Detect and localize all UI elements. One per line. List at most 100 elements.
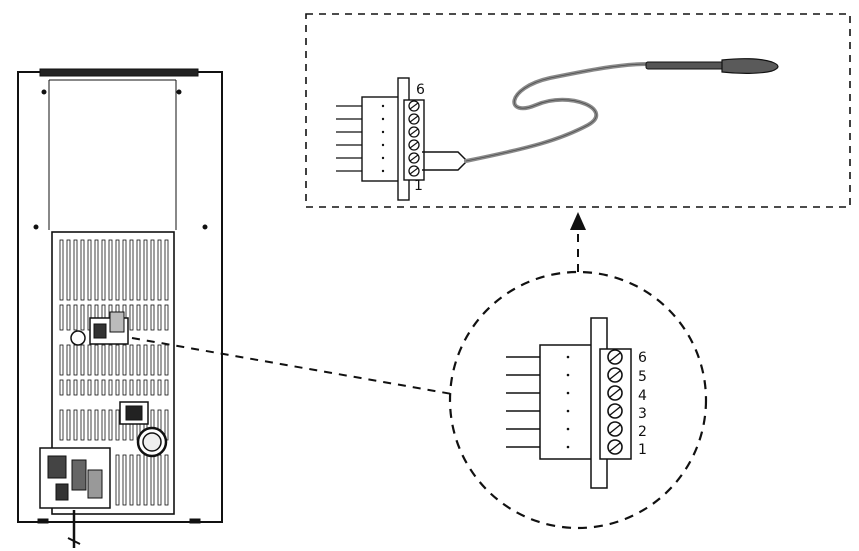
- temperature-probe: [645, 58, 779, 74]
- vent-slot: [115, 409, 120, 441]
- vent-slot: [80, 239, 85, 301]
- detail-screw-slot: [409, 154, 419, 162]
- zoom-pin-dot: [566, 373, 570, 377]
- vent-slot: [143, 304, 148, 331]
- vent-slot: [73, 344, 78, 376]
- vent-slot: [108, 379, 113, 396]
- vent-slot: [129, 304, 134, 331]
- vent-slot: [108, 344, 113, 376]
- vent-slot: [80, 409, 85, 441]
- appliance-rear-view: [17, 68, 223, 548]
- terminal-block-enlarged: [506, 317, 632, 489]
- vent-slot: [150, 379, 155, 396]
- vent-slot: [59, 344, 64, 376]
- vent-slot: [129, 379, 134, 396]
- detail-pin-dot: [381, 130, 385, 134]
- vent-slot: [59, 239, 64, 301]
- vent-slot: [143, 454, 148, 506]
- vent-slot: [108, 409, 113, 441]
- detail-pin-dot: [381, 156, 385, 160]
- vent-slot: [87, 239, 92, 301]
- detail-pin-label-6: 6: [416, 82, 425, 98]
- zoom-pin-dot: [566, 391, 570, 395]
- vent-slot: [94, 239, 99, 301]
- vent-slot: [101, 239, 106, 301]
- detail-pin-dot: [381, 104, 385, 108]
- zoom-arrow: [570, 212, 586, 272]
- vent-slot: [164, 379, 169, 396]
- vent-slot: [108, 239, 113, 301]
- vent-slot: [73, 239, 78, 301]
- detail-pin-dot: [381, 117, 385, 121]
- vent-slot: [101, 379, 106, 396]
- zoom-screw-slot: [609, 406, 621, 416]
- zoom-screw-slot: [609, 424, 621, 434]
- probe-wire-terminals: [422, 151, 467, 171]
- vent-slot: [136, 239, 141, 301]
- zoom-circle: 6 5 4 3 2 1: [448, 270, 708, 530]
- vent-slot: [115, 344, 120, 376]
- vent-slot: [136, 379, 141, 396]
- vent-slot: [115, 379, 120, 396]
- vent-slot: [150, 304, 155, 331]
- vent-slot: [94, 344, 99, 376]
- detail-box: 6 1: [305, 13, 851, 208]
- vent-slot: [150, 239, 155, 301]
- vent-slot: [136, 344, 141, 376]
- vent-slot: [150, 344, 155, 376]
- vent-slot: [122, 239, 127, 301]
- vent-slot: [122, 344, 127, 376]
- terminal-block-detail: [336, 77, 425, 201]
- detail-screw-slot: [409, 128, 419, 136]
- vent-slot: [94, 379, 99, 396]
- vent-slot: [66, 379, 71, 396]
- vent-slot: [73, 304, 78, 331]
- vent-slot: [143, 344, 148, 376]
- zoom-pin-dot: [566, 445, 570, 449]
- vent-slot: [115, 239, 120, 301]
- vent-slot: [164, 304, 169, 331]
- zoom-pin-label-2: 2: [638, 424, 647, 440]
- detail-pin-dot: [381, 143, 385, 147]
- zoom-pin-label-6: 6: [638, 350, 647, 366]
- zoom-pin-label-3: 3: [638, 406, 647, 422]
- vent-slot: [80, 304, 85, 331]
- vent-slot: [122, 379, 127, 396]
- vent-slot: [136, 454, 141, 506]
- vent-slot: [157, 239, 162, 301]
- vent-slot: [143, 379, 148, 396]
- vent-slot: [129, 239, 134, 301]
- vent-slot: [157, 379, 162, 396]
- vent-slot: [157, 344, 162, 376]
- vent-slot: [164, 454, 169, 506]
- vent-slot: [164, 239, 169, 301]
- detail-screw-slot: [409, 102, 419, 110]
- vent-slot: [87, 409, 92, 441]
- zoom-pin-dot: [566, 409, 570, 413]
- detail-screw-slot: [409, 115, 419, 123]
- zoom-screw-slot: [609, 442, 621, 452]
- zoom-screw-slot: [609, 370, 621, 380]
- vent-slot: [66, 304, 71, 331]
- vent-slot: [164, 344, 169, 376]
- vent-slot: [66, 409, 71, 441]
- vent-slot: [87, 344, 92, 376]
- zoom-screw-slot: [609, 388, 621, 398]
- detail-pin-dot: [381, 169, 385, 173]
- zoom-pin-labels: 6 5 4 3 2 1: [638, 350, 647, 458]
- zoom-screw-slot: [609, 352, 621, 362]
- vent-slot: [66, 344, 71, 376]
- vent-slot: [59, 409, 64, 441]
- vent-slot: [73, 379, 78, 396]
- detail-screw-slot: [409, 141, 419, 149]
- vent-slot: [73, 409, 78, 441]
- vent-slot: [101, 344, 106, 376]
- vent-slot: [66, 239, 71, 301]
- vent-slot: [80, 344, 85, 376]
- zoom-leader-line: [131, 337, 453, 395]
- zoom-pin-dot: [566, 355, 570, 359]
- vent-slot: [157, 304, 162, 331]
- vent-slot: [122, 454, 127, 506]
- vent-slot: [94, 409, 99, 441]
